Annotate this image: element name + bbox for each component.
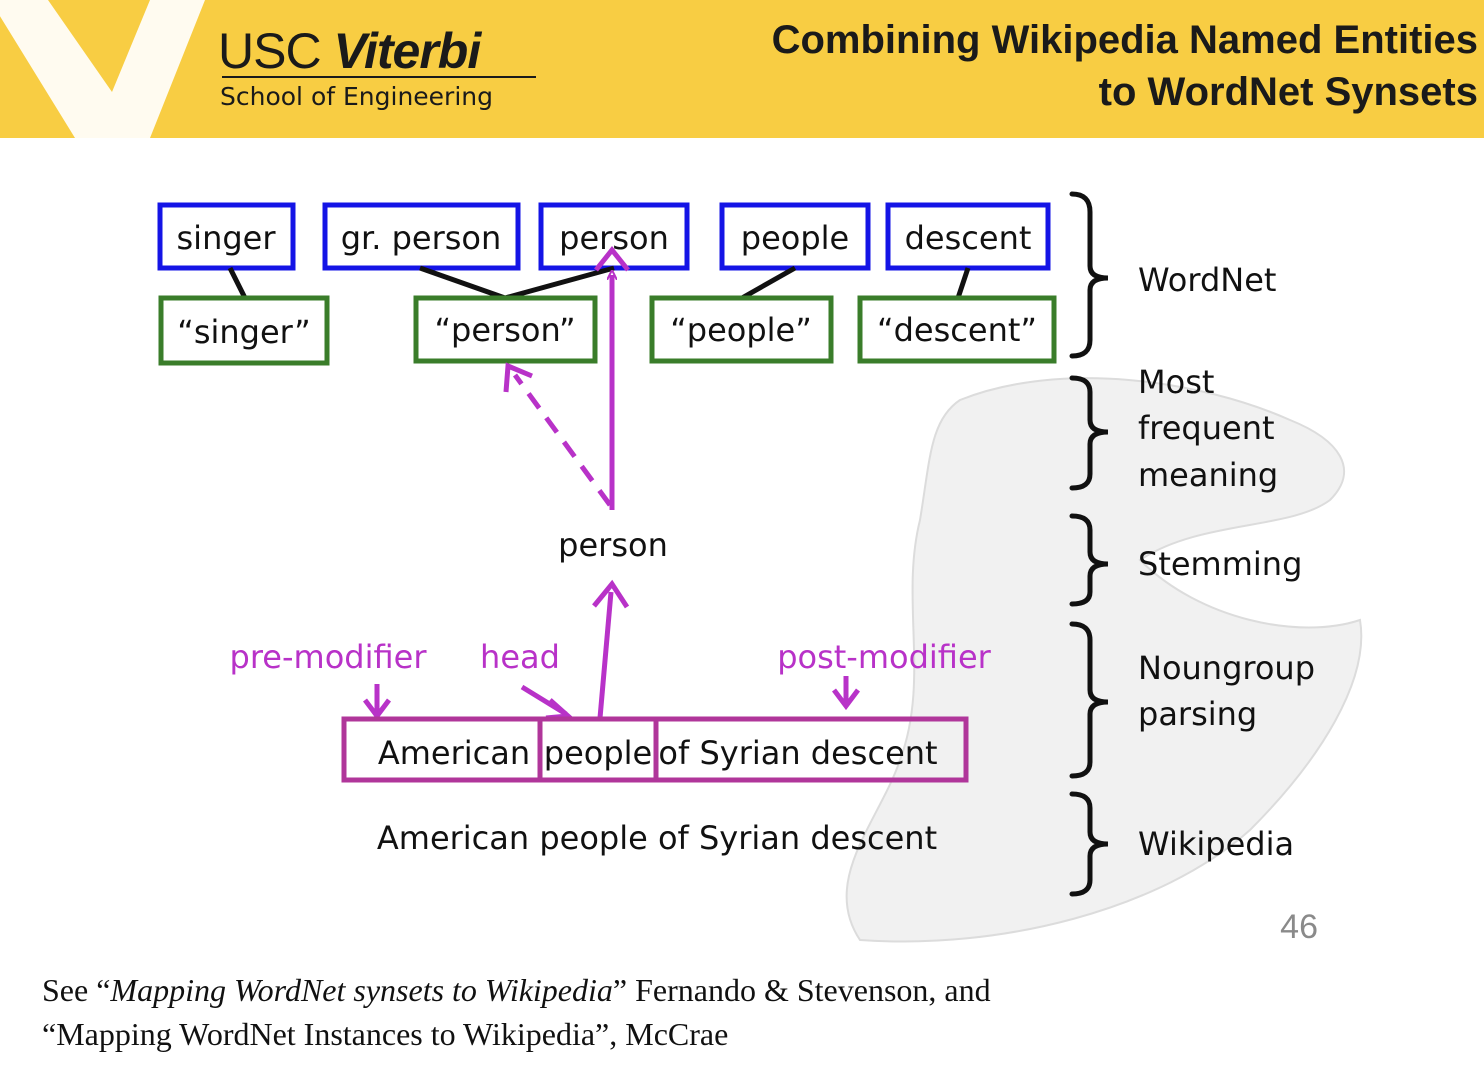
connector-descent: [955, 267, 971, 299]
brace-most-frequent-meaning: [1069, 375, 1109, 491]
arrow-stem-to-synset-head: [594, 245, 630, 272]
viterbi-v-logo-icon: [0, 0, 205, 138]
word-box-descent: [857, 295, 1057, 364]
connector-gr-person: [419, 265, 506, 301]
usc-viterbi-logotype: USC Viterbi: [218, 23, 481, 79]
citation-line-1: See “Mapping WordNet synsets to Wikipedi…: [42, 968, 991, 1012]
word-label-descent: “descent”: [877, 311, 1037, 349]
brace-noungroup-parsing: [1069, 621, 1109, 779]
wordnet-synset-row: singer gr. person person people descent: [157, 202, 1051, 271]
synset-label-people: people: [741, 219, 849, 257]
dashed-arrow-head: [503, 362, 533, 393]
arrow-head-to-stem: [597, 591, 614, 719]
head-label: head: [480, 638, 560, 676]
dashed-arrow-stem-to-word: [512, 373, 613, 507]
stage-label-noungroup: Noungroup: [1138, 649, 1315, 687]
logo-school-name: School of Engineering: [220, 82, 493, 111]
stage-labels: WordNet Most frequent meaning Stemming N…: [1138, 261, 1315, 863]
brace-wikipedia: [1069, 791, 1109, 897]
stage-label-meaning: meaning: [1138, 456, 1278, 494]
stage-label-wikipedia: Wikipedia: [1138, 825, 1294, 863]
connector-singer: [227, 266, 248, 300]
synset-label-descent: descent: [905, 219, 1032, 257]
noungroup-parse: American people of Syrian descent: [341, 716, 969, 783]
wordnet-word-row: “singer” “person” “people” “descent”: [158, 295, 1057, 366]
post-modifier-label: post-modifier: [777, 638, 991, 676]
stage-braces: [1069, 191, 1109, 897]
brace-stemming: [1069, 513, 1109, 607]
stem-word: person: [558, 526, 668, 564]
parse-chunk-post-modifier: of Syrian descent: [658, 734, 937, 772]
synset-box-singer: [157, 202, 296, 271]
arrow-head-label-head: [545, 698, 574, 721]
word-label-people: “people”: [670, 311, 812, 349]
synset-label-gr-person: gr. person: [341, 219, 502, 257]
word-label-singer: “singer”: [177, 313, 311, 351]
connector-people: [740, 265, 797, 301]
citation-see: See “: [42, 972, 111, 1008]
stage-label-most: Most: [1138, 363, 1214, 401]
parse-chunk-post-modifier-box: [653, 716, 969, 783]
slide-title: Combining Wikipedia Named Entities to Wo…: [772, 14, 1478, 118]
logo-divider: [222, 76, 536, 78]
stage-label-parsing: parsing: [1138, 695, 1257, 733]
word-box-singer: [158, 295, 330, 366]
stage-label-stemming: Stemming: [1138, 545, 1302, 583]
synset-label-singer: singer: [177, 219, 277, 257]
synset-word-connectors: [227, 265, 971, 301]
brace-wordnet: [1069, 191, 1109, 359]
mapping-arrows: [363, 245, 860, 721]
stage-label-wordnet: WordNet: [1138, 261, 1276, 299]
slide-title-line-1: Combining Wikipedia Named Entities: [771, 18, 1478, 62]
page-number: 46: [1280, 908, 1318, 946]
citation-line-2: “Mapping WordNet Instances to Wikipedia”…: [42, 1016, 729, 1052]
word-box-people: [649, 295, 834, 364]
arrow-head-to-stem-head: [592, 579, 630, 609]
parse-chunk-pre-modifier: American: [378, 734, 530, 772]
citation-paper-1: Mapping WordNet synsets to Wikipedia: [110, 972, 613, 1008]
connector-person: [504, 265, 615, 301]
wikipedia-title: American people of Syrian descent: [377, 819, 937, 857]
word-box-person: [413, 295, 598, 364]
citation-authors-1: ” Fernando & Stevenson, and: [612, 972, 991, 1008]
word-label-person: “person”: [434, 311, 575, 349]
slide-title-line-2: to WordNet Synsets: [1098, 70, 1478, 114]
parse-chunk-head: people: [544, 734, 652, 772]
trojan-watermark: [845, 377, 1363, 943]
citation: See “Mapping WordNet synsets to Wikipedi…: [42, 968, 991, 1056]
arrow-pre-modifier-head: [363, 698, 391, 721]
stage-label-frequent: frequent: [1138, 409, 1275, 447]
slide-header: USC Viterbi School of Engineering Combin…: [0, 0, 1484, 138]
arrow-post-modifier-head: [832, 688, 860, 711]
pre-modifier-label: pre-modifier: [230, 638, 428, 676]
